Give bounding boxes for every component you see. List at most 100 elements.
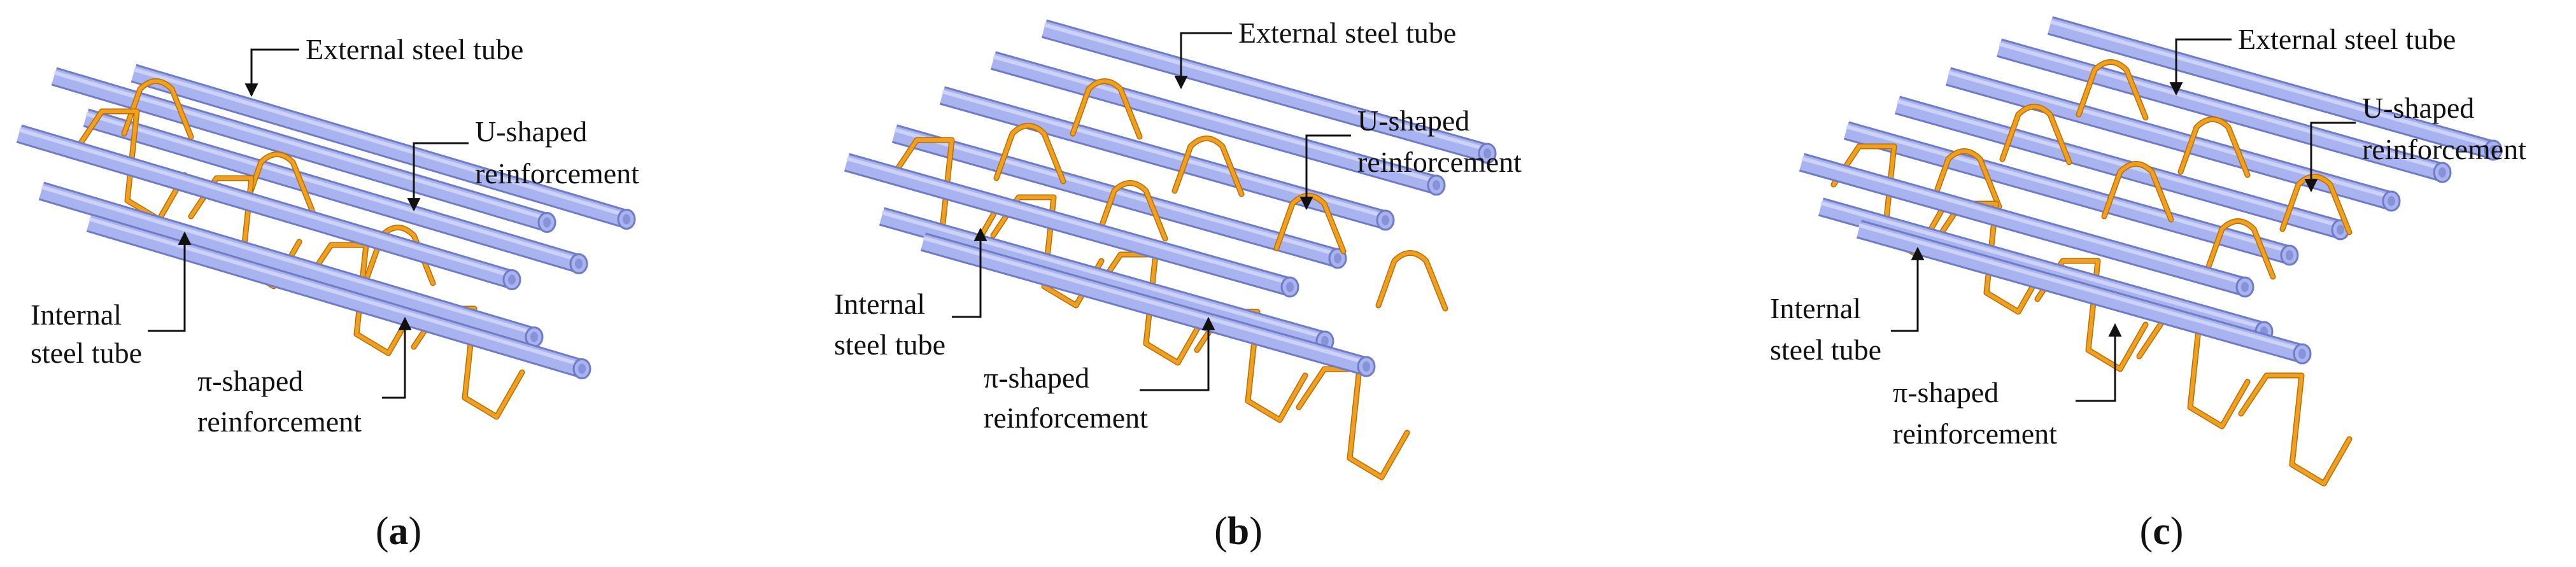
u-shaped-leader: [407, 142, 469, 212]
tube-end-bore: [1362, 361, 1370, 372]
u-shaped-hoop: [2077, 60, 2148, 120]
u-shaped-hoop: [1096, 181, 1167, 241]
tube-end-bore: [530, 332, 538, 342]
pi-shaped-leader: [2076, 323, 2122, 402]
u-shaped-hoop: [243, 152, 314, 212]
steel-tube: [86, 213, 591, 379]
u-shaped-hoop: [2102, 162, 2173, 221]
tube-end-bore: [2337, 225, 2344, 235]
caption-a: (a): [376, 510, 421, 553]
u-shaped-hoop: [122, 79, 193, 139]
tube-body: [2048, 18, 2496, 158]
u-shaped-hoop: [2000, 104, 2071, 164]
tube-highlight: [1801, 157, 2246, 285]
internal-tube-label-line1: Internal: [1770, 292, 1861, 325]
annotations: External steel tube U-shaped reinforceme…: [834, 17, 1522, 434]
tube-body: [991, 53, 1439, 193]
u-shaped-label-line1: U-shaped: [2362, 92, 2474, 124]
tube-body: [921, 234, 1369, 374]
internal-tube-label-line2: steel tube: [1770, 333, 1881, 366]
steel-tube: [1818, 197, 2274, 342]
panel-c: External steel tube U-shaped reinforceme…: [1770, 16, 2526, 553]
tube-end-bore: [2388, 196, 2395, 206]
tube-end-bore: [2241, 282, 2249, 292]
tube-end-bore: [1321, 336, 1329, 346]
external-tube-label: External steel tube: [1238, 17, 1456, 49]
steel-tube: [38, 181, 544, 347]
pi-shaped-bar: [2137, 316, 2249, 428]
internal-tube-leader: [1891, 246, 1925, 332]
u-shaped-label-line2: reinforcement: [2362, 133, 2526, 165]
tube-body: [1799, 155, 2247, 295]
tube-highlight: [88, 217, 583, 367]
pi-shaped-label-line1: π-shaped: [1893, 376, 1999, 409]
u-shaped-label-line1: U-shaped: [475, 115, 587, 148]
external-tube-leader: [1174, 32, 1232, 90]
rebar-group: [1830, 59, 2353, 487]
steel-tube: [1799, 153, 2254, 298]
steel-tube: [920, 232, 1376, 377]
tube-highlight: [1858, 223, 2303, 352]
tube-end-bore: [1433, 180, 1440, 190]
tube-body: [844, 155, 1292, 295]
pi-shaped-label-line2: reinforcement: [1893, 417, 2057, 450]
tube-body: [1997, 40, 2445, 180]
tube-group-front: [16, 124, 591, 379]
tube-highlight: [1999, 42, 2443, 171]
pi-shaped-label-line2: reinforcement: [984, 402, 1148, 434]
tube-highlight: [133, 67, 627, 218]
external-tube-leader: [2169, 38, 2232, 96]
steel-tube: [990, 51, 1446, 196]
tube-end-bore: [575, 258, 583, 269]
tube-group-front: [844, 153, 1376, 377]
pi-shaped-bar: [74, 109, 187, 221]
internal-tube-leader: [952, 227, 987, 318]
rebar-group: [888, 78, 1448, 480]
steel-tube: [2047, 16, 2503, 161]
tube-end-bore: [2286, 250, 2293, 260]
tube-highlight: [85, 112, 579, 262]
tube-highlight: [1820, 201, 2265, 330]
steel-tube: [1041, 19, 1497, 164]
tube-highlight: [881, 211, 1326, 339]
tube-highlight: [41, 185, 535, 335]
tube-body: [1042, 21, 1490, 161]
steel-tube: [1856, 220, 2312, 365]
tube-end-bore: [508, 274, 516, 285]
external-tube-label: External steel tube: [306, 33, 523, 66]
caption-b-letter: b: [1228, 510, 1249, 553]
u-shaped-hoop: [2179, 117, 2249, 177]
tube-highlight: [1897, 99, 2341, 228]
tube-body: [879, 209, 1327, 349]
tube-end-bore: [2298, 349, 2306, 359]
caption-c-letter: c: [2153, 510, 2170, 553]
tube-end-bore: [543, 217, 551, 228]
tube-body: [892, 126, 1340, 266]
u-shaped-hoop: [2204, 219, 2275, 279]
tube-body: [1818, 199, 2267, 339]
u-shaped-hoop: [1275, 193, 1345, 253]
tube-highlight: [18, 128, 513, 278]
annotations: External steel tube U-shaped reinforceme…: [1770, 23, 2526, 450]
u-shaped-hoop: [1376, 251, 1447, 311]
tube-body: [131, 66, 629, 227]
steel-tube: [16, 124, 521, 290]
pi-shaped-label-line1: π-shaped: [984, 361, 1089, 394]
u-shaped-hoop: [1930, 149, 2001, 209]
internal-tube-label-line2: steel tube: [31, 337, 142, 369]
caption-b: (b): [1214, 510, 1263, 553]
tube-group-back: [1843, 16, 2503, 266]
tube-body: [87, 215, 584, 377]
tube-end-bore: [1286, 282, 1294, 292]
pi-shaped-leader: [382, 316, 412, 399]
tube-body: [1895, 97, 2343, 237]
tube-end-bore: [1334, 253, 1341, 263]
steel-tube: [844, 153, 1299, 298]
pi-shaped-bar: [1297, 367, 1409, 479]
tube-body: [1857, 221, 2305, 361]
panel-b: External steel tube U-shaped reinforceme…: [834, 17, 1522, 553]
u-shaped-label-line1: U-shaped: [1357, 104, 1469, 137]
tube-group-front: [1799, 153, 2312, 365]
